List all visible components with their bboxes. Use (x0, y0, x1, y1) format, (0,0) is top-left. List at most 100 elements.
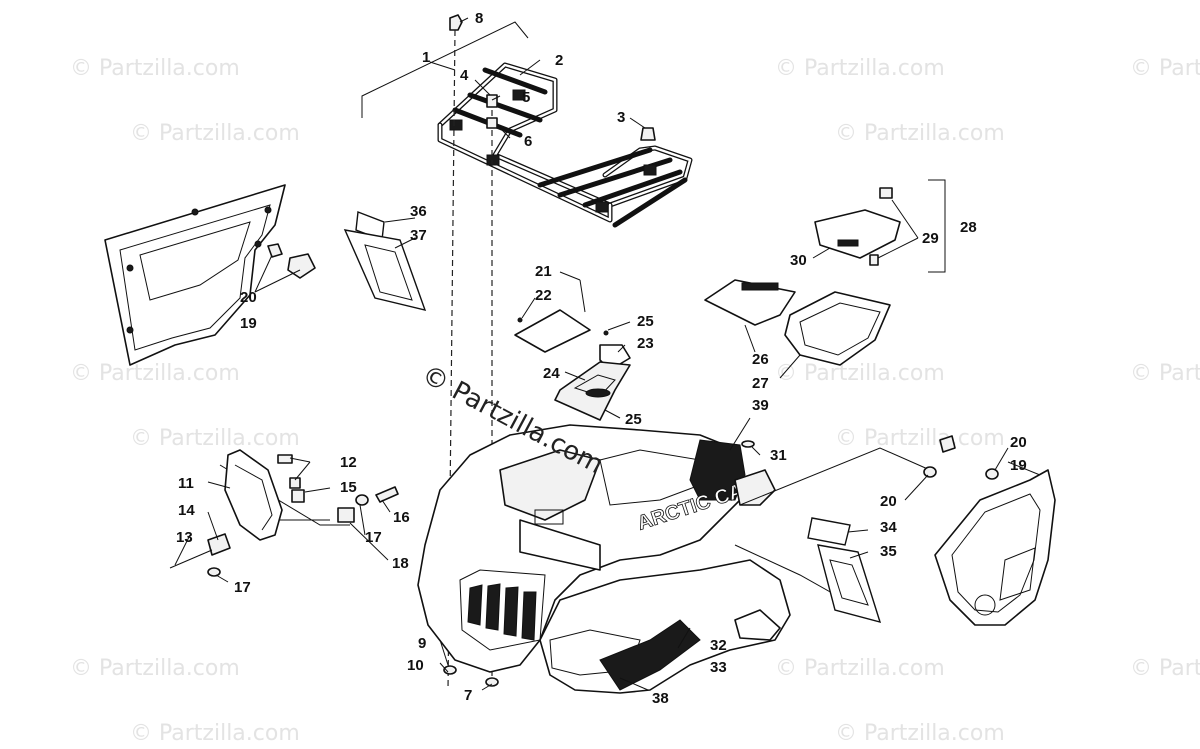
dash-console-parts (514, 309, 631, 421)
callout-18: 18 (392, 555, 409, 572)
watermark-text: © Partzilla.com (70, 56, 240, 81)
callout-9: 9 (418, 635, 426, 652)
watermark-text: © Partzilla.com (70, 361, 240, 386)
callout-1: 1 (422, 49, 430, 66)
watermark-text: © Partzilla.com (775, 656, 945, 681)
screw-icon (289, 477, 301, 489)
rack-assembly-bracket (361, 21, 529, 118)
watermark-text: © Partzilla.com (130, 721, 300, 746)
callout-20: 20 (1010, 434, 1027, 451)
callout-5: 5 (522, 89, 530, 106)
callout-10: 10 (407, 657, 424, 674)
grommet-icon (985, 468, 999, 480)
callout-19: 19 (240, 315, 257, 332)
watermark-text: © Partzilla.com (775, 361, 945, 386)
side-graphic (599, 619, 701, 691)
callout-27: 27 (752, 375, 769, 392)
watermark-text: © Partzilla.com (835, 121, 1005, 146)
callout-24: 24 (543, 365, 560, 382)
callout-38: 38 (652, 690, 669, 707)
callout-labels: 1 2 3 4 5 6 7 8 9 10 11 12 13 14 15 16 1… (176, 10, 1027, 707)
bolt-icon (375, 486, 399, 503)
callout-14: 14 (178, 502, 195, 519)
callout-20: 20 (240, 289, 257, 306)
watermark-text: © Partzilla.com (70, 656, 240, 681)
callout-17: 17 (365, 529, 382, 546)
watermark-text: © Partzilla.com (835, 721, 1005, 746)
callout-25: 25 (625, 411, 642, 428)
push-nut-icon (939, 435, 956, 453)
rivet-icon (741, 440, 755, 448)
washer-icon (486, 117, 498, 129)
callout-16: 16 (393, 509, 410, 526)
hood-graphic (689, 439, 746, 501)
callout-36: 36 (410, 203, 427, 220)
storage-lid (814, 209, 901, 259)
callout-20: 20 (880, 493, 897, 510)
push-nut-icon (287, 253, 316, 279)
callout-23: 23 (637, 335, 654, 352)
front-rack (437, 62, 693, 228)
cap-nut-icon (640, 127, 656, 141)
washer-icon (355, 494, 369, 506)
watermark-text: © Partzilla.com (835, 426, 1005, 451)
callout-11: 11 (178, 475, 194, 492)
grommet-icon (337, 507, 355, 523)
watermark-text: © Partzilla.com (130, 426, 300, 451)
watermark-text: © Partzilla.com (1130, 56, 1200, 81)
decal-34-35 (807, 517, 882, 624)
callout-8: 8 (475, 10, 483, 27)
callout-12: 12 (340, 454, 357, 471)
dash-plate (514, 309, 591, 353)
screw-icon (277, 454, 293, 464)
storage-cover (704, 279, 796, 326)
callout-15: 15 (340, 479, 357, 496)
watermark-text: © Partzilla.com (1130, 361, 1200, 386)
callout-leaders (174, 17, 1041, 691)
callout-13: 13 (176, 529, 193, 546)
callout-21: 21 (535, 263, 552, 280)
storage-box-parts (704, 179, 946, 366)
watermark-text: © Partzilla.com (775, 56, 945, 81)
callout-22: 22 (535, 287, 552, 304)
front-body-hood: ARCTIC CAT (417, 424, 791, 694)
callout-37: 37 (410, 227, 427, 244)
callout-34: 34 (880, 519, 897, 536)
bolt-icon (449, 14, 463, 31)
latch-icon (879, 187, 893, 199)
watermark-text: © Partzilla.com (1130, 656, 1200, 681)
washer-icon (443, 665, 457, 675)
watermark-layer: © Partzilla.com © Partzilla.com © Partzi… (70, 56, 1200, 746)
watermark-text: © Partzilla.com (130, 121, 300, 146)
grommet-icon (486, 94, 498, 108)
callout-29: 29 (922, 230, 939, 247)
callout-25: 25 (637, 313, 654, 330)
headlight-grille (467, 583, 537, 641)
right-side-panel (741, 435, 1056, 626)
callout-39: 39 (752, 397, 769, 414)
spring-icon (207, 533, 231, 556)
callout-7: 7 (464, 687, 472, 704)
latch-pin-icon (869, 254, 879, 266)
left-side-panel (104, 184, 316, 366)
callout-35: 35 (880, 543, 897, 560)
callout-32: 32 (710, 637, 727, 654)
callout-30: 30 (790, 252, 807, 269)
callout-33: 33 (710, 659, 727, 676)
callout-6: 6 (524, 133, 532, 150)
callout-17: 17 (234, 579, 251, 596)
washer-icon (207, 567, 221, 577)
decal-36-37 (343, 211, 427, 311)
grommet-icon (291, 489, 305, 503)
callout-19: 19 (1010, 457, 1027, 474)
callout-4: 4 (460, 67, 469, 84)
storage-tray (784, 291, 891, 366)
callout-26: 26 (752, 351, 769, 368)
nut-icon (485, 677, 499, 687)
callout-28: 28 (960, 219, 977, 236)
callout-31: 31 (770, 447, 787, 464)
callout-2: 2 (555, 52, 563, 69)
left-light-cover (169, 449, 399, 577)
grommet-icon (267, 243, 283, 258)
